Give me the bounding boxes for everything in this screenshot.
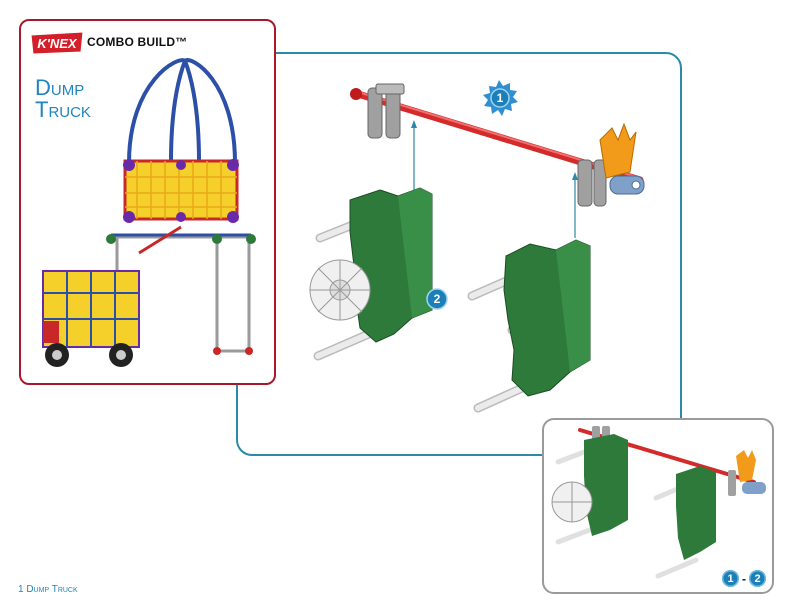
step-one-badge — [483, 80, 518, 116]
green-assembly-left — [309, 187, 433, 361]
model-cover-card: K'NEX COMBO BUILD™ Dump Truck — [19, 19, 276, 385]
step-one-number: 1 — [497, 91, 504, 105]
step-range: 1 - 2 — [722, 570, 766, 587]
range-separator: - — [742, 571, 746, 586]
grey-clip-right — [577, 159, 607, 207]
summary-illustration — [551, 426, 766, 579]
model-title: Dump Truck — [35, 77, 91, 121]
blue-end-piece — [609, 175, 645, 195]
red-rod — [354, 90, 644, 184]
dump-truck-model-image — [42, 58, 256, 367]
range-end-badge: 2 — [749, 570, 766, 587]
red-rod-cap — [350, 88, 362, 100]
svg-text:K'NEX: K'NEX — [37, 36, 78, 51]
page-footer-label: 1 Dump Truck — [18, 584, 78, 595]
white-wheel — [309, 259, 371, 321]
green-assembly-right — [467, 239, 591, 413]
orange-connector — [599, 122, 637, 179]
range-start-badge: 1 — [722, 570, 739, 587]
model-title-line2: Truck — [35, 97, 91, 122]
grey-clip-left — [367, 83, 405, 139]
step-summary-box: 1 - 2 — [542, 418, 774, 594]
step-two-badge — [426, 288, 448, 310]
combo-build-label: COMBO BUILD™ — [87, 35, 188, 49]
step-two-number: 2 — [434, 292, 441, 306]
model-title-line1: Dump — [35, 75, 85, 100]
knex-logo: K'NEX — [30, 31, 84, 55]
